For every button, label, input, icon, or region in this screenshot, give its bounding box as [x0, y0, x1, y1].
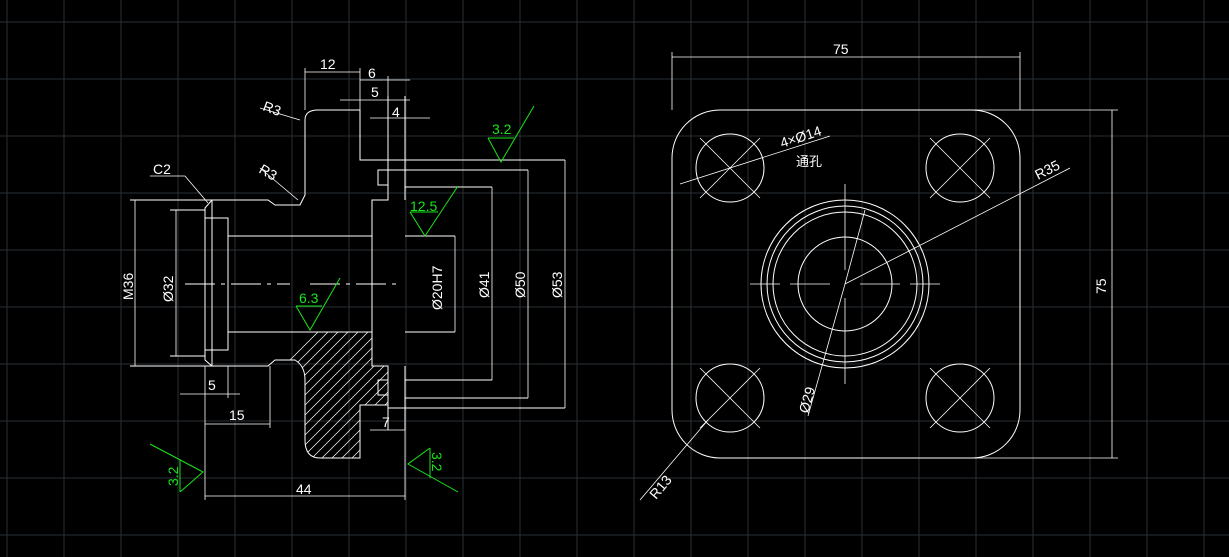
hatch-line	[279, 110, 388, 458]
hatch-line	[760, 90, 1140, 470]
hatch-line	[249, 110, 388, 458]
label-dim-6: 6	[368, 65, 376, 81]
hatch-line	[410, 90, 790, 470]
hatch-line	[660, 90, 1040, 470]
label-chamfer: C2	[153, 161, 171, 177]
hatch-line	[440, 90, 820, 470]
hatch-line	[690, 90, 1070, 470]
label-dim-5-top: 5	[371, 84, 379, 100]
label-dim-7: 7	[382, 414, 390, 430]
roughness-left: 3.2	[165, 466, 181, 486]
hatch-line	[390, 90, 770, 470]
hatch-line	[269, 110, 388, 458]
hatch-line	[540, 90, 920, 470]
label-fillet-top: R3	[261, 98, 283, 119]
label-d29: Ø29	[796, 385, 819, 415]
plan-view: 75 75 4×Ø14 通孔 R35 Ø29 R13	[639, 41, 1118, 502]
hatch-line	[590, 90, 970, 470]
hatch-line	[400, 90, 780, 470]
label-height-75: 75	[1093, 278, 1109, 294]
label-width-75: 75	[833, 41, 849, 57]
label-dim-5-bottom: 5	[208, 377, 216, 393]
hatch-line	[289, 110, 388, 458]
hatch-pattern	[205, 90, 1140, 470]
label-r13: R13	[646, 472, 675, 502]
hatch-line	[550, 90, 930, 470]
label-dim-4: 4	[392, 104, 400, 120]
hatch-line	[259, 110, 388, 458]
roughness-mid: 6.3	[299, 290, 319, 306]
section-outline	[130, 96, 565, 459]
hatch-line	[650, 90, 1030, 470]
section-view: C2 R3 R3 12 6 5 4 M36 Ø32 Ø20H7 Ø41 Ø50 …	[120, 56, 1140, 500]
roughness-symbols	[149, 105, 535, 493]
label-d32: Ø32	[160, 275, 176, 302]
hatch-line	[339, 110, 388, 458]
label-d41: Ø41	[476, 271, 492, 298]
hatch-line	[680, 90, 1060, 470]
label-d53: Ø53	[549, 271, 565, 298]
hatch-line	[630, 90, 1010, 470]
label-holes: 4×Ø14	[778, 122, 823, 150]
hatch-line	[580, 90, 960, 470]
hatch-line	[490, 90, 870, 470]
hatch-line	[560, 90, 940, 470]
label-fillet-mid: R3	[257, 161, 281, 184]
hatch-line	[720, 90, 1100, 470]
hatch-line	[640, 90, 1020, 470]
roughness-right: 3.2	[429, 452, 445, 472]
label-r35: R35	[1032, 157, 1062, 183]
hatch-line	[670, 90, 1050, 470]
label-m36: M36	[120, 273, 136, 300]
label-dim-12: 12	[320, 56, 336, 72]
hatch-line	[209, 110, 388, 458]
label-d20h7: Ø20H7	[429, 265, 445, 310]
hatch-line	[219, 110, 388, 458]
hatch-line	[309, 110, 388, 458]
label-holes-note: 通孔	[796, 155, 822, 170]
section-dimensions	[134, 68, 566, 500]
label-dim-44: 44	[296, 481, 312, 497]
label-d50: Ø50	[512, 271, 528, 298]
roughness-bore: 12.5	[410, 198, 437, 214]
roughness-top: 3.2	[492, 121, 512, 137]
plan-centerlines	[639, 52, 1118, 501]
label-dim-15: 15	[229, 407, 245, 423]
